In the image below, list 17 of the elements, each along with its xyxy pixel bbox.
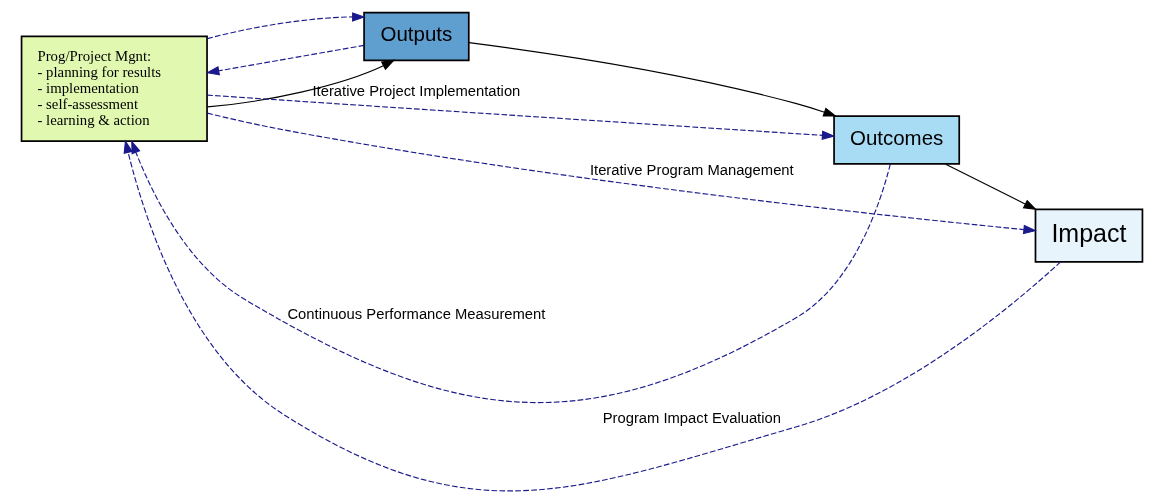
node-box: Outcomes [832, 115, 960, 165]
arrow [944, 163, 1037, 211]
edge-label: Iterative Program Management [589, 161, 794, 178]
node-box: Outputs [362, 11, 470, 62]
edge-label: Program Impact Evaluation [602, 409, 781, 426]
arrow [205, 44, 365, 76]
edge-label: Iterative Project Implementation [312, 83, 520, 100]
arrow [206, 94, 836, 141]
arrow [130, 139, 891, 403]
node-box: Prog/Project Mgnt: - planning for results - implementation - self-assessment - learning & action [20, 35, 208, 142]
edge-label: Continuous Performance Measurement [286, 306, 545, 323]
arrow [468, 42, 837, 117]
node-box: Impact [1034, 208, 1143, 263]
arrow [123, 139, 1061, 492]
arrow [206, 12, 366, 40]
arrow [206, 59, 395, 108]
arrow [206, 112, 1037, 235]
